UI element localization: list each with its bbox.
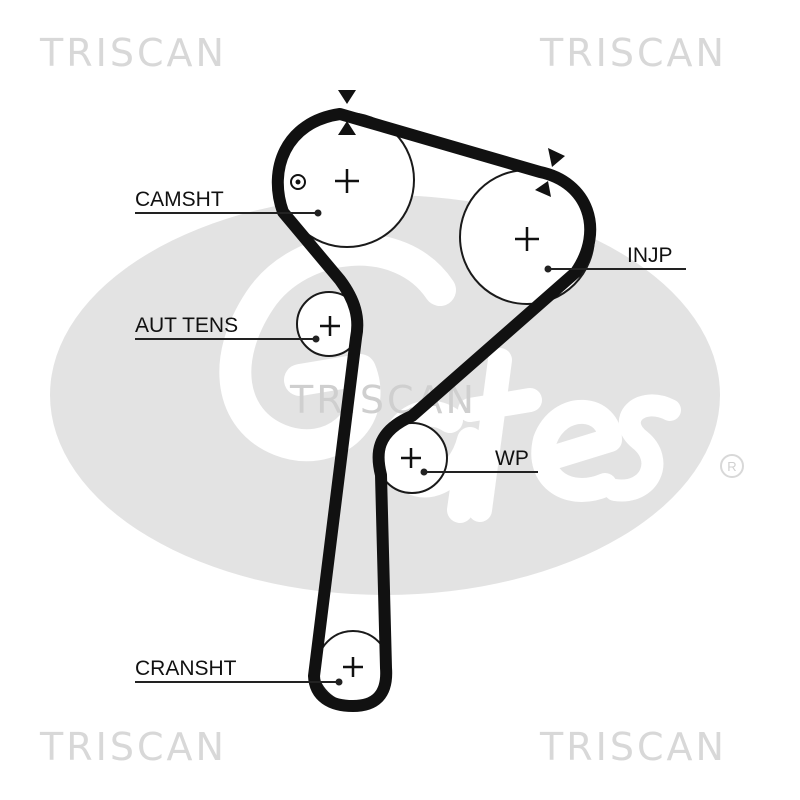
registered-mark-circle bbox=[720, 454, 744, 478]
watermark-top-right: TRISCAN bbox=[539, 31, 727, 75]
registered-mark-letter: R bbox=[727, 459, 736, 474]
watermark-bottom-right: TRISCAN bbox=[539, 725, 727, 769]
crankshaft-center-cross bbox=[343, 657, 363, 677]
water-pump-center-cross bbox=[401, 448, 421, 468]
timing-belt bbox=[271, 108, 597, 712]
pulley-labels: CAMSHT INJP AUT TENS WP CRANSHT bbox=[135, 188, 673, 680]
cransht-label: CRANSHT bbox=[135, 657, 237, 680]
injp-center-cross bbox=[515, 227, 539, 251]
pulley-centers bbox=[320, 169, 539, 677]
camsht-label: CAMSHT bbox=[135, 188, 224, 211]
injp-label: INJP bbox=[627, 244, 673, 267]
injp-timing-mark-inner bbox=[535, 181, 551, 197]
aut-tens-label: AUT TENS bbox=[135, 314, 238, 337]
camshaft-timing-mark-outer bbox=[338, 90, 356, 104]
watermark-bottom-left: TRISCAN bbox=[39, 725, 227, 769]
camshaft-lock-hole-icon bbox=[290, 174, 306, 190]
leader-lines bbox=[135, 209, 686, 686]
watermark-top-left: TRISCAN bbox=[39, 31, 227, 75]
camshaft-center-cross bbox=[335, 169, 359, 193]
wp-label: WP bbox=[495, 447, 529, 470]
tensioner-center-cross bbox=[320, 316, 340, 336]
camshaft-timing-mark-inner bbox=[338, 121, 356, 135]
injp-timing-mark-outer bbox=[548, 148, 565, 167]
timing-marks bbox=[338, 90, 565, 197]
